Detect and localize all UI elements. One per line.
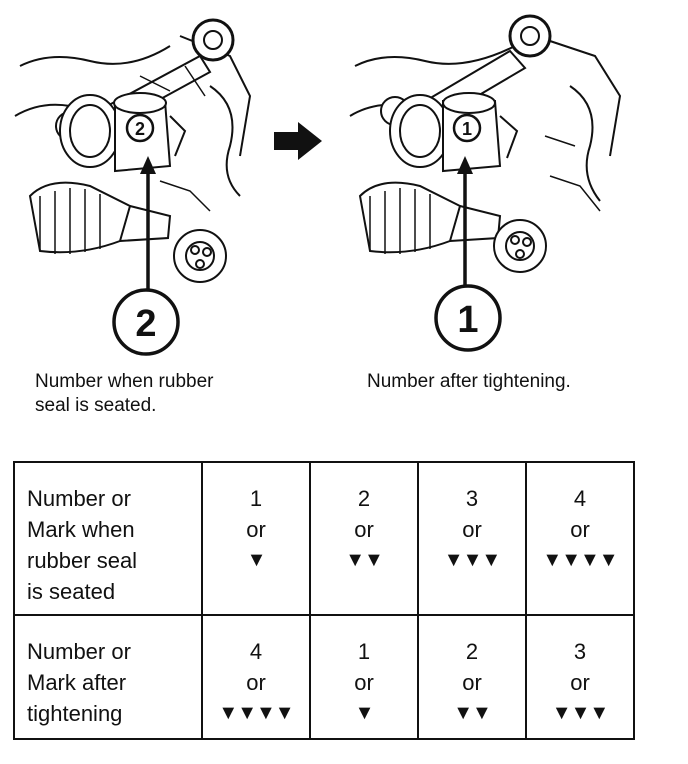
caption-line: Number when rubber	[35, 371, 214, 392]
row-header: Number or Mark when rubber seal is seated	[13, 461, 203, 616]
mark-cell: 2 or ▼▼	[309, 461, 419, 616]
cell-or: or	[246, 517, 266, 542]
cell-or: or	[462, 517, 482, 542]
mark-cell: 1 or ▼	[309, 614, 419, 740]
cell-or: or	[570, 517, 590, 542]
mark-cell: 4 or ▼▼▼▼	[525, 461, 635, 616]
mark-correspondence-table: Number or Mark when rubber seal is seated 1 o…	[13, 461, 635, 740]
cell-number: 4	[573, 486, 587, 511]
row-header-line: Mark after	[27, 670, 127, 695]
cell-or: or	[462, 670, 482, 695]
callout-number: 1	[457, 299, 478, 341]
pointer-arrowhead	[457, 156, 473, 174]
mark-cell: 1 or ▼	[201, 461, 311, 616]
cell-triangle-marks: ▼▼▼▼	[542, 549, 618, 571]
cell-number: 3	[573, 639, 587, 664]
row-header-line: Mark when	[27, 517, 135, 542]
row-header: Number or Mark after tightening	[13, 614, 203, 740]
seal-marking-circle	[452, 113, 482, 143]
cell-triangle-marks: ▼▼	[453, 702, 492, 724]
mark-cell: 2 or ▼▼	[417, 614, 527, 740]
callout-circle-left: 2	[112, 288, 180, 356]
seal-marking-number: 2	[135, 119, 145, 139]
callout-circle-right: 1	[434, 284, 502, 352]
cell-or: or	[570, 670, 590, 695]
row-header-line: Number or	[27, 486, 131, 511]
mark-cell: 3 or ▼▼▼	[525, 614, 635, 740]
table-row: Number or Mark when rubber seal is seated 1 o…	[13, 461, 635, 616]
caption-tightened: Number after tightening.	[367, 371, 571, 392]
cell-or: or	[354, 670, 374, 695]
row-header-line: rubber seal	[27, 548, 138, 573]
pointer-arrowhead	[140, 156, 156, 174]
row-header-line: tightening	[27, 701, 123, 726]
cell-or: or	[354, 517, 374, 542]
row-header-line: is seated	[27, 579, 116, 604]
mark-cell: 4 or ▼▼▼▼	[201, 614, 311, 740]
caption-seated: Number when rubber seal is seated.	[35, 370, 295, 418]
cell-number: 1	[357, 639, 371, 664]
cell-number: 4	[249, 639, 263, 664]
cell-number: 1	[249, 486, 263, 511]
cell-triangle-marks: ▼	[246, 549, 267, 571]
mark-cell: 3 or ▼▼▼	[417, 461, 527, 616]
seal-marking-number: 1	[462, 119, 472, 139]
cell-triangle-marks: ▼▼▼▼	[218, 702, 294, 724]
cell-triangle-marks: ▼	[354, 702, 375, 724]
callout-number: 2	[135, 303, 156, 345]
cell-triangle-marks: ▼▼	[345, 549, 384, 571]
cell-or: or	[246, 670, 266, 695]
cell-triangle-marks: ▼▼▼	[443, 549, 501, 571]
cell-number: 3	[465, 486, 479, 511]
engine-illustration-before: 2	[14, 18, 252, 294]
caption-line: seal is seated.	[35, 395, 157, 416]
cell-triangle-marks: ▼▼▼	[551, 702, 609, 724]
seal-marking-circle	[125, 113, 155, 143]
cell-number: 2	[357, 486, 371, 511]
engine-illustration-after: 1	[349, 14, 622, 288]
step-arrow-icon	[274, 122, 322, 160]
row-header-line: Number or	[27, 639, 131, 664]
cell-number: 2	[465, 639, 479, 664]
